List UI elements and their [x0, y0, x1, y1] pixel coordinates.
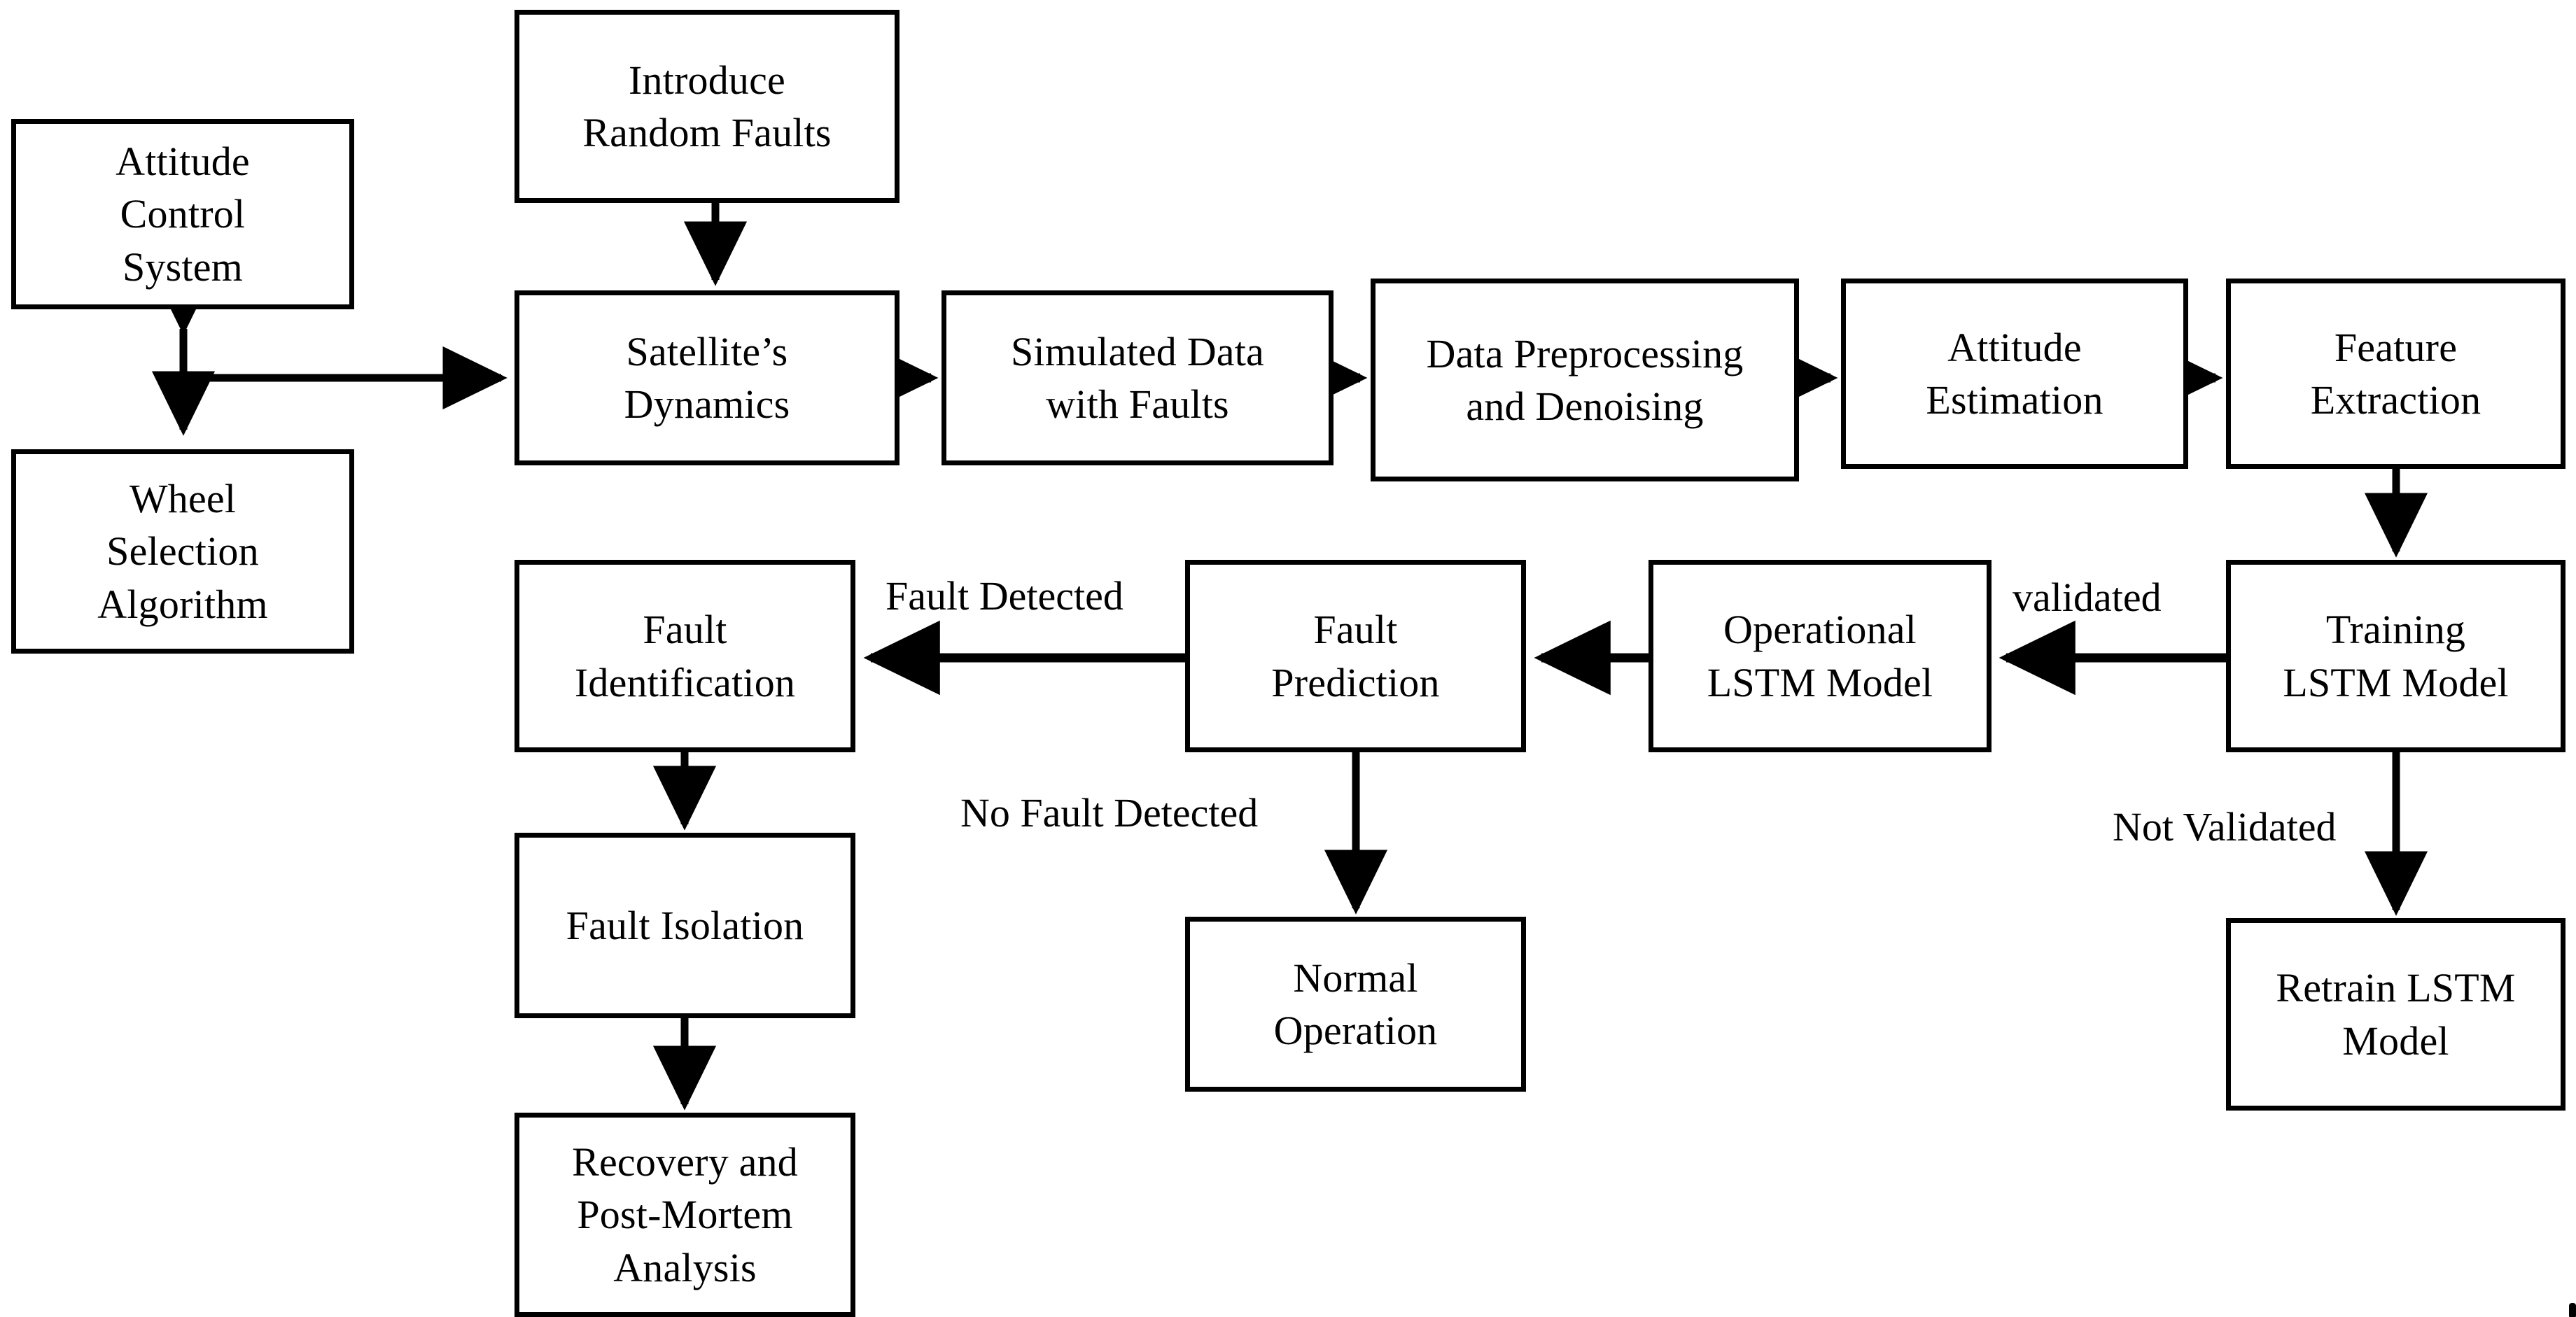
node-label: Simulated Data with Faults: [1011, 328, 1264, 427]
node-operational-lstm-model[interactable]: Operational LSTM Model: [1648, 560, 1991, 752]
node-label: Fault Identification: [574, 607, 796, 705]
edge-label-fault-detected: Fault Detected: [886, 573, 1124, 619]
node-label: Attitude Estimation: [1926, 324, 2104, 423]
node-retrain-lstm-model[interactable]: Retrain LSTM Model: [2226, 918, 2566, 1111]
node-label: Introduce Random Faults: [582, 57, 832, 155]
node-label: Data Preprocessing and Denoising: [1426, 330, 1744, 429]
node-wheel-selection-algorithm[interactable]: Wheel Selection Algorithm: [11, 449, 354, 654]
page-edge-artifact: [2569, 1303, 2576, 1317]
edge-label-not-validated: Not Validated: [2113, 804, 2337, 850]
node-attitude-estimation[interactable]: Attitude Estimation: [1841, 279, 2188, 469]
node-label: Feature Extraction: [2310, 324, 2482, 423]
node-label: Fault Prediction: [1271, 607, 1440, 705]
edge-label-validated: validated: [2012, 575, 2162, 620]
node-feature-extraction[interactable]: Feature Extraction: [2226, 279, 2566, 469]
node-label: Retrain LSTM Model: [2276, 965, 2516, 1064]
node-label: Satellite’s Dynamics: [624, 328, 790, 427]
node-label: Attitude Control System: [115, 138, 250, 290]
node-fault-isolation[interactable]: Fault Isolation: [514, 833, 855, 1018]
node-introduce-random-faults[interactable]: Introduce Random Faults: [514, 10, 899, 203]
node-recovery-and-post-mortem-analysis[interactable]: Recovery and Post-Mortem Analysis: [514, 1113, 855, 1317]
node-label: Wheel Selection Algorithm: [97, 475, 268, 627]
node-attitude-control-system[interactable]: Attitude Control System: [11, 119, 354, 309]
node-normal-operation[interactable]: Normal Operation: [1185, 917, 1526, 1092]
node-fault-identification[interactable]: Fault Identification: [514, 560, 855, 752]
node-label: Operational LSTM Model: [1707, 607, 1933, 705]
node-simulated-data-with-faults[interactable]: Simulated Data with Faults: [941, 290, 1334, 465]
node-label: Recovery and Post-Mortem Analysis: [572, 1139, 798, 1290]
node-label: Fault Isolation: [566, 902, 804, 948]
node-training-lstm-model[interactable]: Training LSTM Model: [2226, 560, 2566, 752]
edge-label-no-fault-detected: No Fault Detected: [960, 790, 1259, 836]
node-satellites-dynamics[interactable]: Satellite’s Dynamics: [514, 290, 899, 465]
node-label: Normal Operation: [1273, 955, 1438, 1053]
node-data-preprocessing-and-denoising[interactable]: Data Preprocessing and Denoising: [1371, 279, 1799, 481]
node-label: Training LSTM Model: [2283, 607, 2509, 705]
node-fault-prediction[interactable]: Fault Prediction: [1185, 560, 1526, 752]
